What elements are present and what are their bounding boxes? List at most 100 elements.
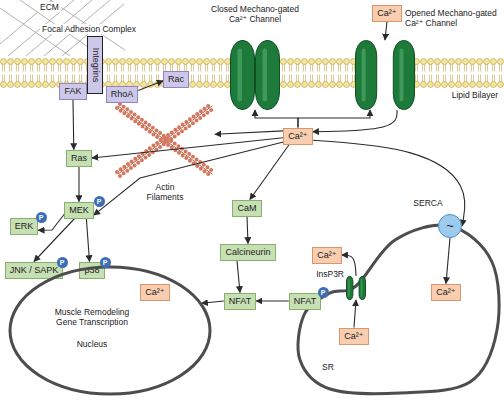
channel-shape — [346, 276, 366, 300]
phospho-circle: P — [318, 287, 329, 298]
protein-box: Ras — [66, 150, 92, 167]
node-text: Opened Mechano-gated Ca²⁺ Channel — [405, 8, 497, 28]
phospho-label: P — [97, 198, 102, 205]
arrow-connector — [138, 81, 163, 91]
arrow-connector — [94, 142, 284, 215]
text-holder: P — [100, 257, 111, 268]
text-holder: Actin Filaments — [140, 182, 190, 202]
arrow-connector — [215, 131, 283, 134]
node-text: Calcineurin — [225, 247, 270, 257]
text-label: Focal Adhesion Complex — [40, 24, 138, 34]
ion-box: Ca²⁺ — [140, 284, 169, 301]
text-holder: Integrins — [90, 48, 101, 83]
phospho-circle: P — [57, 257, 68, 268]
text-holder: P — [57, 257, 68, 268]
label-text: Focal Adhesion Complex — [42, 24, 136, 34]
channel: Opened Mechano-gated Ca²⁺ Channel — [355, 40, 415, 110]
node-text: ERK — [15, 221, 34, 231]
text-holder: P — [318, 287, 329, 298]
text-holder: Ras — [71, 153, 87, 164]
node-text: MEK — [69, 205, 89, 215]
text-holder: Rac — [168, 74, 184, 85]
phospho-label: P — [103, 259, 108, 266]
arrow-connector — [78, 167, 79, 202]
text-holder: Ca²⁺ — [436, 287, 455, 298]
node-text: Ca²⁺ — [377, 8, 396, 18]
protein-box: MEK — [64, 202, 94, 219]
arrow-connector — [313, 140, 465, 226]
node-text: JNK / SAPK — [10, 265, 59, 275]
node-text: RhoA — [111, 89, 134, 99]
node-text: Closed Mechano-gated Ca²⁺ Channel — [211, 4, 299, 24]
channel: InsP3R — [346, 276, 366, 300]
text-holder: InsP3R — [310, 269, 344, 279]
text-holder: JNK / SAPK — [10, 265, 59, 276]
node-text: Actin Filaments — [147, 182, 184, 202]
node-text: SR — [322, 362, 334, 372]
node-text: NFAT — [229, 296, 251, 306]
text-holder: Ca²⁺ — [344, 331, 363, 342]
text-holder: SR — [322, 362, 342, 372]
text-holder: NFAT — [229, 296, 251, 307]
ion-box: Ca²⁺ — [312, 247, 341, 264]
node-text: CaM — [237, 203, 256, 213]
text-holder: P — [36, 212, 47, 223]
channel: Closed Mechano-gated Ca²⁺ Channel — [230, 40, 280, 110]
actin-group: Actin Filaments — [115, 103, 215, 207]
text-holder: Calcineurin — [225, 247, 270, 258]
arrow-connector — [86, 219, 89, 262]
arrow-connector — [92, 138, 283, 158]
node-text: SERCA — [413, 198, 442, 208]
text-holder: Muscle Remodeling Gene Transcription — [46, 307, 138, 327]
text-holder: RhoA — [111, 89, 134, 100]
arrow-connector — [255, 110, 298, 128]
arrow-connector — [247, 217, 248, 244]
protein-box: FAK — [59, 83, 86, 100]
arrow-connector — [354, 300, 356, 328]
text-holder: Nucleus — [46, 339, 138, 349]
node-text: Ca²⁺ — [145, 287, 164, 297]
node-text: NFAT — [294, 296, 316, 306]
ion-box: Ca²⁺ — [431, 284, 460, 301]
text-holder: ERK — [15, 221, 34, 232]
text-holder: Opened Mechano-gated Ca²⁺ Channel — [405, 8, 500, 28]
protein-box: NFAT — [224, 293, 256, 310]
node-text: Ca²⁺ — [288, 131, 307, 141]
phospho-circle: P — [94, 196, 105, 207]
phospho-circle: P — [36, 212, 47, 223]
channel-pore — [377, 57, 393, 89]
protein-box: Calcineurin — [220, 244, 275, 261]
text-holder: FAK — [64, 86, 81, 97]
text-holder: P — [94, 196, 105, 207]
protein-box: CaM — [232, 200, 261, 217]
protein-box: NFAT — [289, 293, 321, 310]
arrow-connector — [34, 219, 75, 262]
arrow-connector — [256, 300, 289, 301]
phospho-circle: P — [100, 257, 111, 268]
actin-filaments — [117, 104, 214, 176]
node-text: Muscle Remodeling Gene Transcription — [55, 307, 130, 327]
text-label: Lipid Bilayer — [450, 90, 500, 100]
node-text: Ras — [71, 153, 87, 163]
ion-box: Ca²⁺ — [372, 5, 401, 22]
text-holder: ~ — [439, 215, 461, 236]
label-text: Lipid Bilayer — [452, 90, 498, 100]
protein-box: ERK — [10, 218, 39, 235]
channel-shape — [355, 40, 415, 110]
arrow-connector — [385, 22, 387, 41]
pump-circle: SERCA~ — [438, 214, 462, 238]
label-text: ECM — [40, 2, 59, 12]
phospho-label: P — [60, 259, 65, 266]
text-holder: NFAT — [294, 296, 316, 307]
node-text: FAK — [64, 86, 81, 96]
text-holder: CaM — [237, 203, 256, 214]
phospho-label: P — [39, 214, 44, 221]
arrow-connector — [237, 261, 240, 293]
node-text: Ca²⁺ — [317, 250, 336, 260]
arrow-connector — [202, 301, 224, 303]
text-holder: Ca²⁺ — [145, 287, 164, 298]
text-holder: Ca²⁺ — [288, 131, 307, 142]
